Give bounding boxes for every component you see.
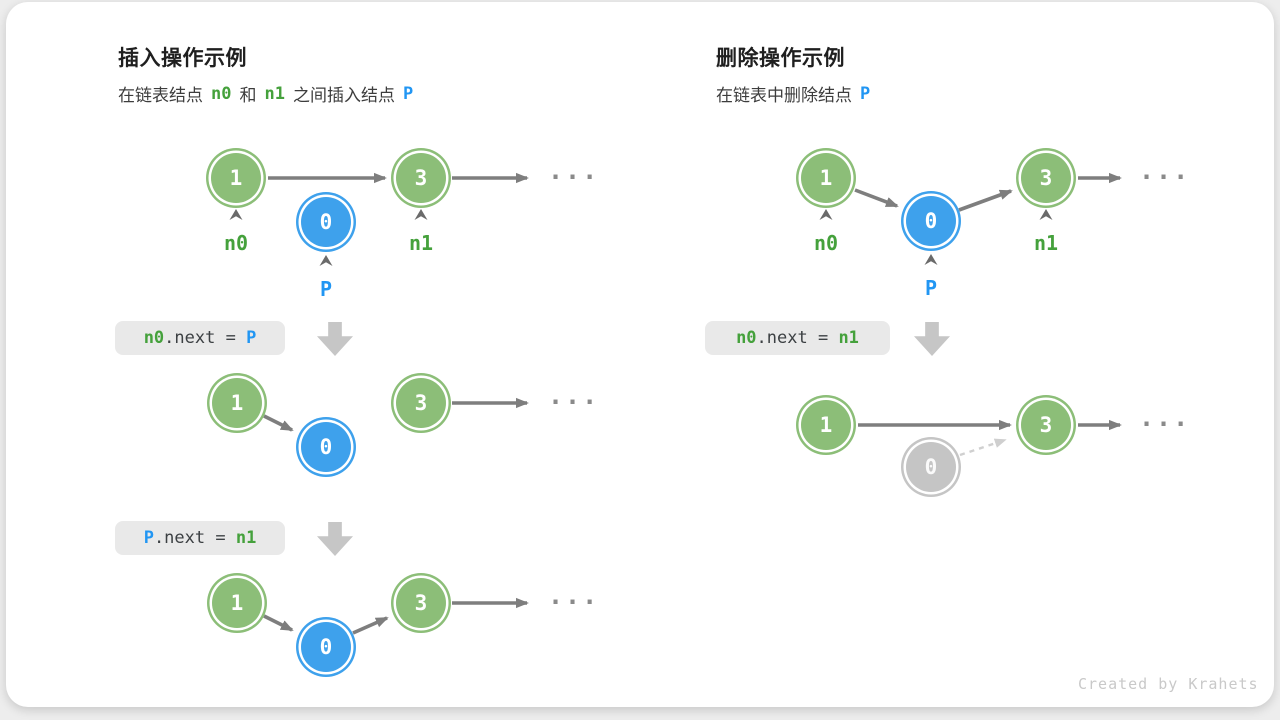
node-value: 1 [819,166,833,190]
node-3: 3 [1021,400,1071,450]
subtitle-text: 在链表结点 [118,86,203,105]
node-1: 1 [801,400,851,450]
code-p-next-n1: P.next = n1 [115,521,285,555]
node-0-p: 0 [301,422,351,472]
code-ident: P [143,528,154,548]
pointer-caret-icon [819,208,833,220]
node-0-removed: 0 [906,442,956,492]
arrow-ins3-1-to-0 [263,614,294,632]
node-value: 3 [414,166,428,190]
subtitle-text: 和 [239,86,257,105]
node-3: 3 [1021,153,1071,203]
node-1: 1 [211,153,261,203]
node-value: 0 [924,455,938,479]
node-value: 1 [230,591,244,615]
watermark: Created by Krahets [1078,675,1259,693]
code-ident: n1 [235,528,257,548]
code-ident: n0 [143,328,165,348]
node-value: 1 [230,391,244,415]
ellipsis: ... [1139,403,1191,432]
subtitle-ref-p: P [402,83,414,104]
node-1: 1 [212,578,262,628]
ellipsis: ... [548,581,600,610]
subtitle-text: 之间插入结点 [292,86,395,105]
delete-panel-title: 删除操作示例 [716,47,845,70]
node-value: 3 [1039,166,1053,190]
node-0-p: 0 [301,622,351,672]
node-3: 3 [396,578,446,628]
label-n0: n0 [223,231,249,255]
pointer-caret-icon [229,208,243,220]
node-1: 1 [801,153,851,203]
node-0-p: 0 [906,196,956,246]
arrow-del1-0-to-3 [958,189,1013,212]
pointer-caret-icon [319,254,333,266]
code-text: .next = [164,328,247,348]
delete-panel-subtitle: 在链表中删除结点 P [716,81,878,106]
node-value: 0 [319,210,333,234]
node-value: 0 [924,209,938,233]
node-1: 1 [212,378,262,428]
node-value: 0 [319,435,333,459]
pointer-caret-icon [924,253,938,265]
label-n0: n0 [813,231,839,255]
code-n0-next-p: n0.next = P [115,321,285,355]
node-value: 1 [819,413,833,437]
pointer-caret-icon [1039,208,1053,220]
label-n1: n1 [1033,231,1059,255]
subtitle-text: 在链表中删除结点 [716,86,852,105]
label-p: P [319,277,333,301]
label-n1: n1 [408,231,434,255]
insert-panel-title: 插入操作示例 [118,47,247,70]
node-value: 0 [319,635,333,659]
subtitle-ref-n1: n1 [264,83,285,104]
pointer-caret-icon [414,208,428,220]
step-down-arrow-icon [317,522,353,556]
ellipsis: ... [548,156,600,185]
arrow-ins2-1-to-0 [263,414,294,432]
node-0-p: 0 [301,197,351,247]
node-3: 3 [396,378,446,428]
label-p: P [924,276,938,300]
code-text: .next = [153,528,236,548]
node-value: 3 [414,391,428,415]
node-value: 3 [1039,413,1053,437]
arrow-ins3-0-to-3 [352,616,389,635]
code-ident: P [246,328,257,348]
ellipsis: ... [1139,156,1191,185]
arrow-del1-1-to-0 [854,188,899,208]
subtitle-ref-p: P [860,83,871,104]
code-ident: n1 [838,328,859,348]
subtitle-ref-n0: n0 [211,83,232,104]
insert-panel-subtitle: 在链表结点 n0 和 n1 之间插入结点 P [118,81,421,106]
code-ident: n0 [736,328,757,348]
code-n0-next-n1: n0.next = n1 [705,321,890,355]
step-down-arrow-icon [317,322,353,356]
node-value: 3 [414,591,428,615]
arrow-del2-0-to-3-dashed [959,438,1007,457]
node-3: 3 [396,153,446,203]
code-text: .next = [756,328,839,348]
step-down-arrow-icon [914,322,950,356]
node-value: 1 [229,166,243,190]
ellipsis: ... [548,381,600,410]
